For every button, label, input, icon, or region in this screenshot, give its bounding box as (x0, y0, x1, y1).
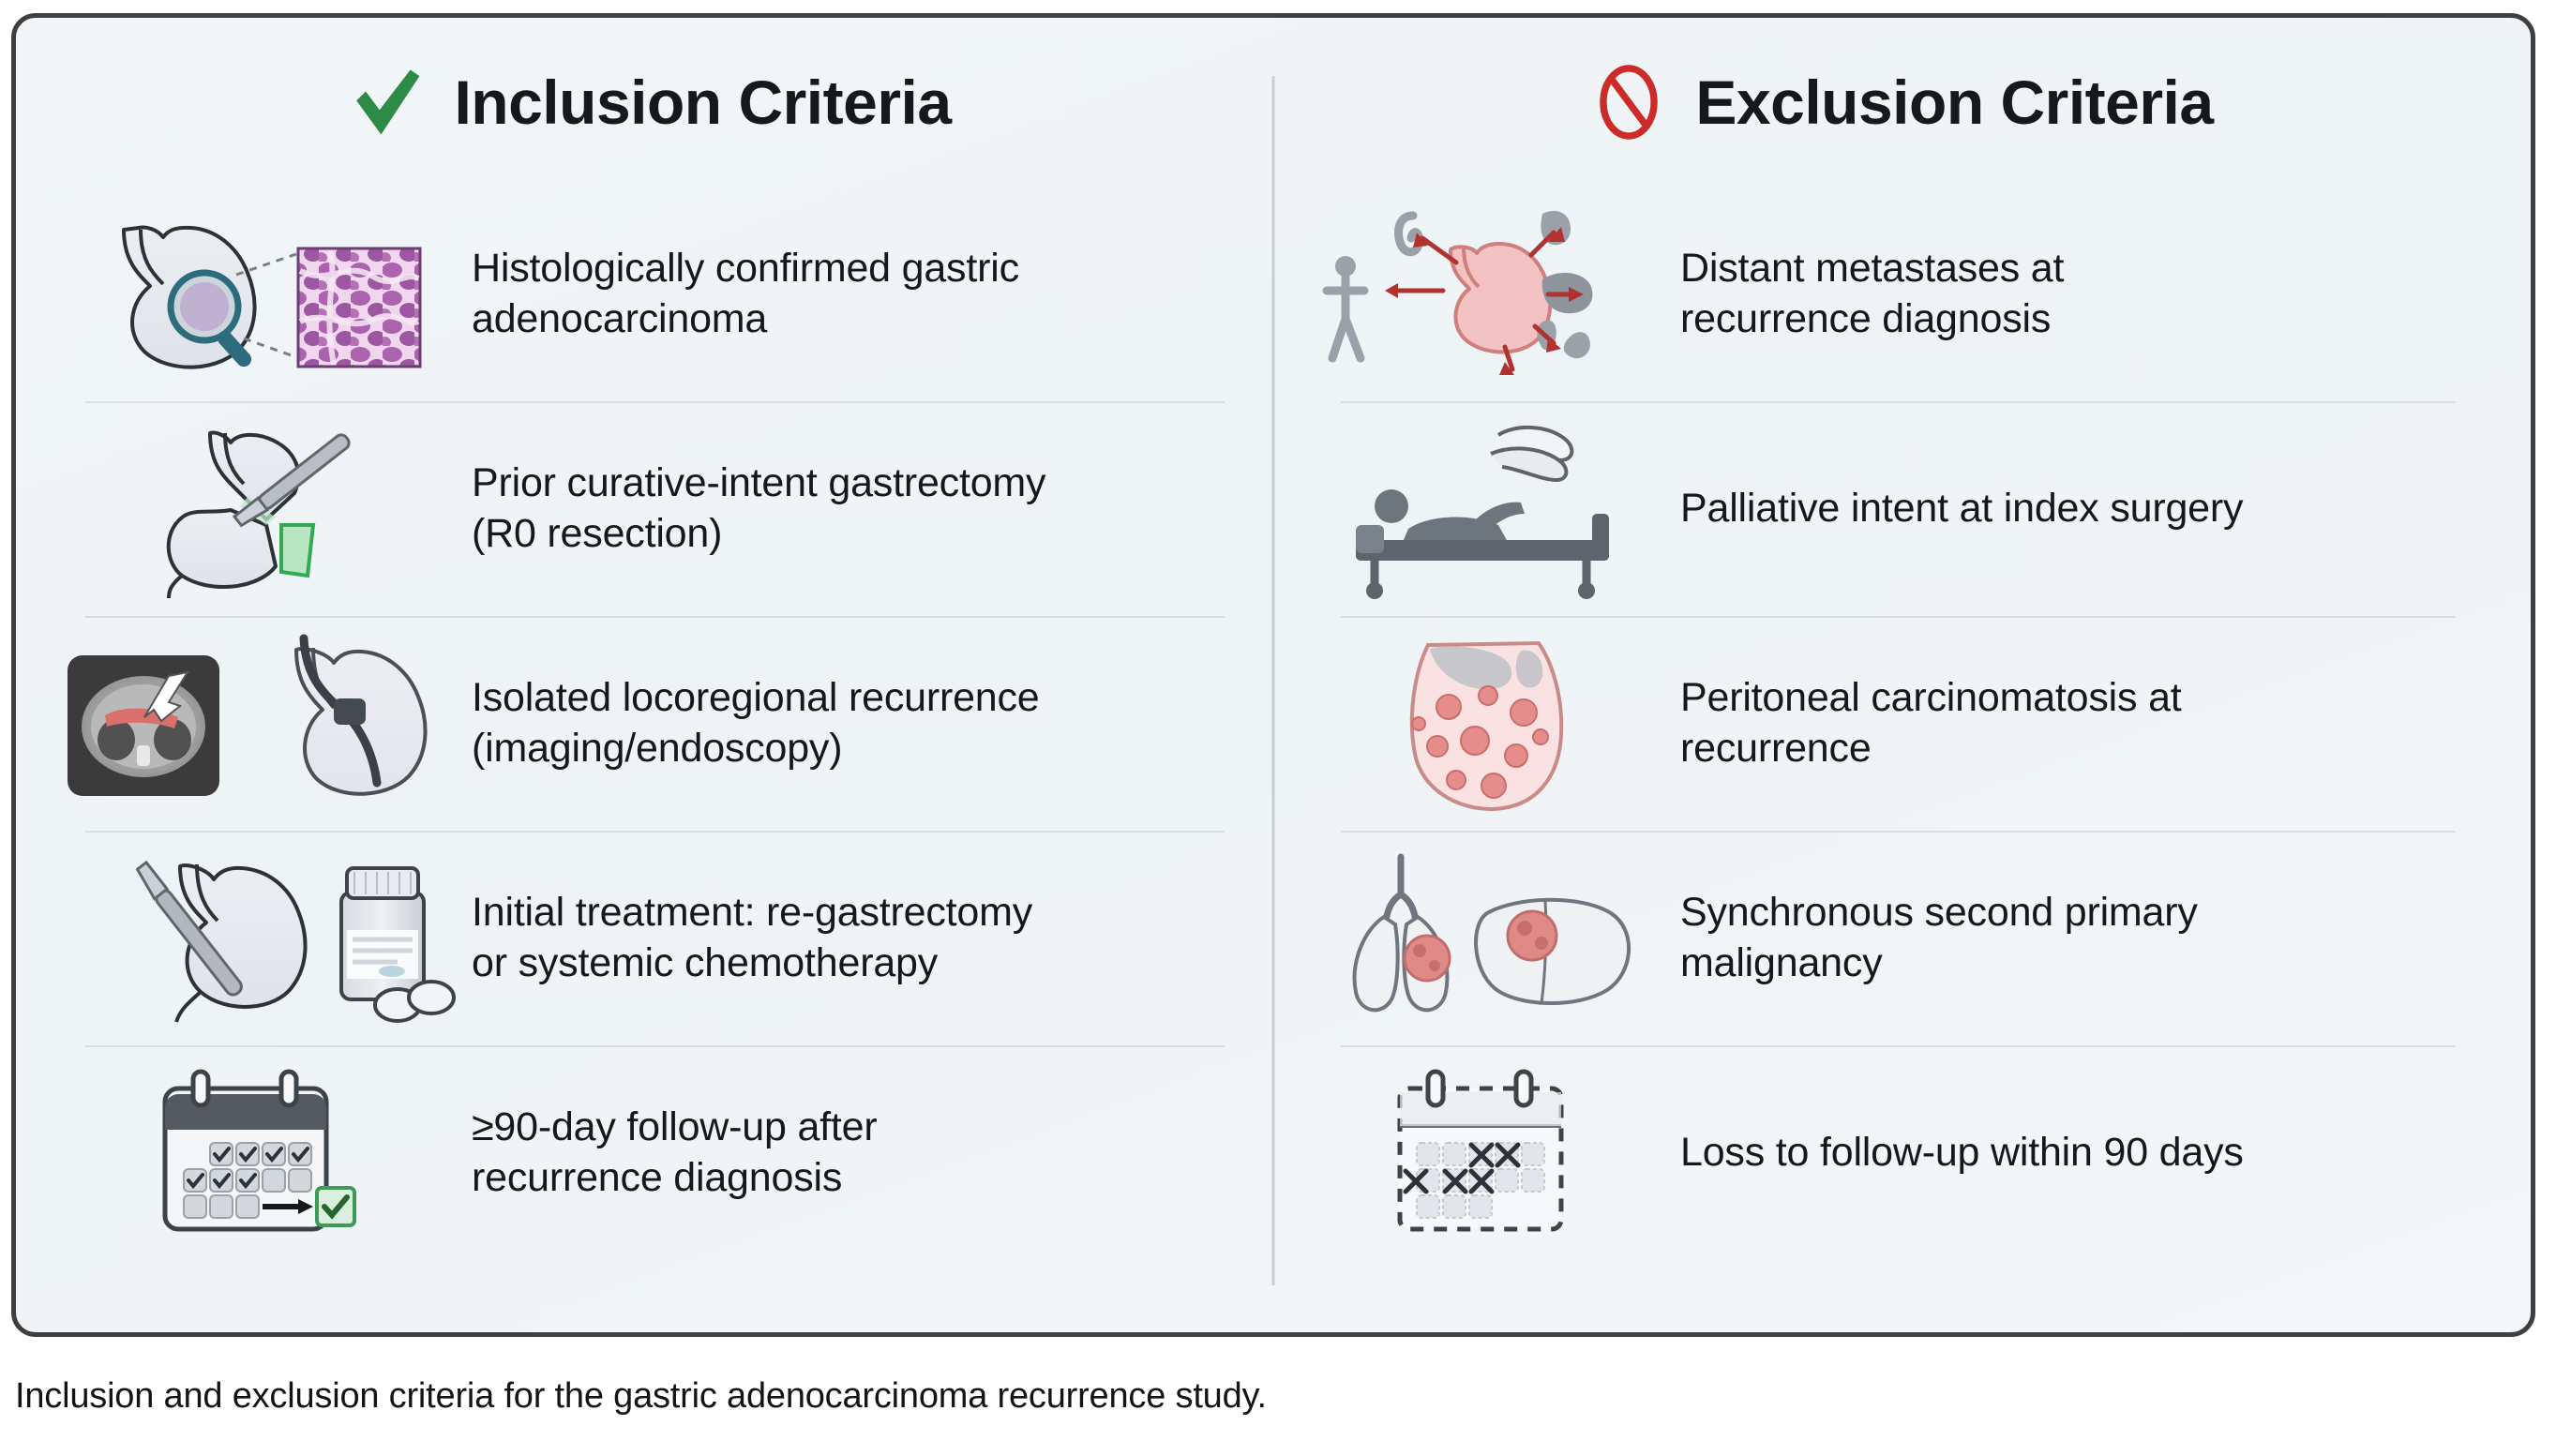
green-check-icon (349, 64, 426, 141)
inclusion-column: Inclusion Criteria (16, 18, 1273, 1332)
column-divider (1271, 76, 1275, 1285)
exclusion-item-3: Peritoneal carcinomatosis at recurrence (1305, 616, 2499, 831)
lung-liver-tumor-icon (1305, 845, 1671, 1032)
inclusion-title: Inclusion Criteria (454, 68, 952, 137)
inclusion-item-1-label: Histologically confirmed gastric adenoca… (472, 245, 1019, 341)
exclusion-item-4-label: Synchronous second primary malignancy (1680, 889, 2198, 985)
inclusion-item-1: Histologically confirmed gastric adenoca… (59, 187, 1241, 401)
inclusion-header: Inclusion Criteria (59, 18, 1241, 187)
stomach-biopsy-histology-icon (59, 201, 462, 388)
peritoneal-carcinomatosis-icon (1305, 630, 1671, 818)
inclusion-item-4-label: Initial treatment: re-gastrectomy or sys… (472, 889, 1033, 985)
stomach-scalpel-resection-icon (59, 415, 462, 603)
exclusion-item-1-label: Distant metastases at recurrence diagnos… (1680, 245, 2065, 341)
criteria-panel: Inclusion Criteria (11, 13, 2535, 1337)
exclusion-header: Exclusion Criteria (1305, 18, 2499, 187)
criteria-columns: Inclusion Criteria (16, 18, 2531, 1332)
inclusion-item-5-label: ≥90-day follow-up after recurrence diagn… (472, 1103, 878, 1200)
scalpel-pill-bottle-icon (59, 845, 462, 1032)
figure-caption: Inclusion and exclusion criteria for the… (15, 1376, 1267, 1416)
inclusion-item-3: Isolated locoregional recurrence (imagin… (59, 616, 1241, 831)
exclusion-item-5-label: Loss to follow-up within 90 days (1680, 1129, 2244, 1175)
calendar-check-icon (59, 1059, 462, 1247)
exclusion-item-2: Palliative intent at index surgery (1305, 401, 2499, 616)
palliative-bed-care-icon (1305, 415, 1671, 603)
inclusion-item-2-label: Prior curative-intent gastrectomy (R0 re… (472, 459, 1046, 556)
calendar-missed-icon (1305, 1059, 1671, 1247)
exclusion-rows: Distant metastases at recurrence diagnos… (1305, 187, 2499, 1260)
exclusion-item-3-label: Peritoneal carcinomatosis at recurrence (1680, 674, 2182, 771)
exclusion-column: Exclusion Criteria (1273, 18, 2531, 1332)
ct-scan-endoscopy-icon (59, 630, 462, 818)
inclusion-item-3-label: Isolated locoregional recurrence (imagin… (472, 674, 1040, 771)
metastatic-spread-organs-icon (1305, 201, 1671, 388)
inclusion-item-4: Initial treatment: re-gastrectomy or sys… (59, 831, 1241, 1045)
exclusion-item-2-label: Palliative intent at index surgery (1680, 485, 2244, 531)
exclusion-title: Exclusion Criteria (1695, 68, 2214, 137)
inclusion-item-2: Prior curative-intent gastrectomy (R0 re… (59, 401, 1241, 616)
exclusion-item-5: Loss to follow-up within 90 days (1305, 1045, 2499, 1260)
inclusion-rows: Histologically confirmed gastric adenoca… (59, 187, 1241, 1260)
exclusion-item-1: Distant metastases at recurrence diagnos… (1305, 187, 2499, 401)
inclusion-item-5: ≥90-day follow-up after recurrence diagn… (59, 1045, 1241, 1260)
red-prohibition-icon (1590, 64, 1667, 141)
exclusion-item-4: Synchronous second primary malignancy (1305, 831, 2499, 1045)
